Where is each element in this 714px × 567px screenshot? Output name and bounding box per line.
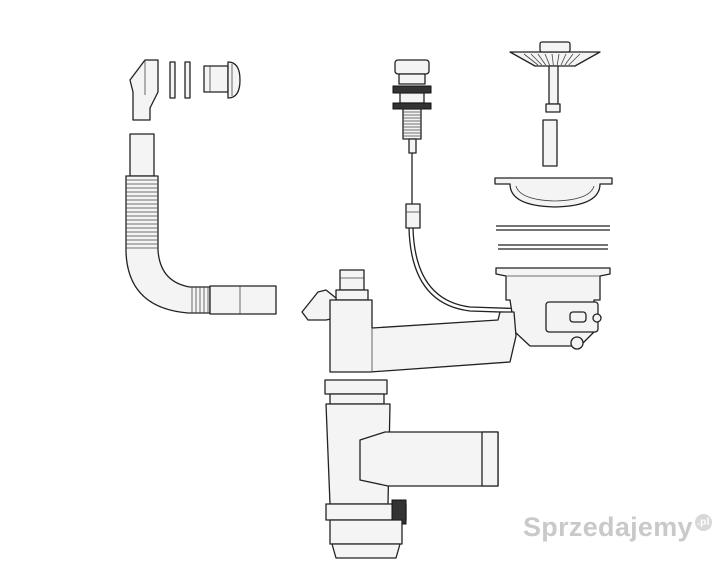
sink-drain-body — [495, 267, 611, 350]
sink-bowl-flange — [494, 177, 613, 208]
popup-cable — [405, 153, 561, 315]
strainer-basket — [509, 41, 601, 167]
overflow-hose — [125, 133, 277, 315]
bottle-trap — [324, 379, 499, 559]
gasket-rings — [496, 225, 610, 250]
overflow-tee-pipe — [301, 269, 517, 373]
overflow-elbow — [129, 59, 159, 121]
popup-knob — [392, 59, 432, 154]
overflow-gasket-2 — [184, 61, 191, 99]
watermark-text: Sprzedajemy — [523, 512, 693, 542]
watermark: Sprzedajemy.pl — [523, 512, 712, 543]
watermark-badge: .pl — [694, 514, 712, 531]
overflow-nut — [203, 65, 229, 93]
overflow-gasket-1 — [169, 61, 176, 99]
overflow-cap — [227, 61, 241, 99]
